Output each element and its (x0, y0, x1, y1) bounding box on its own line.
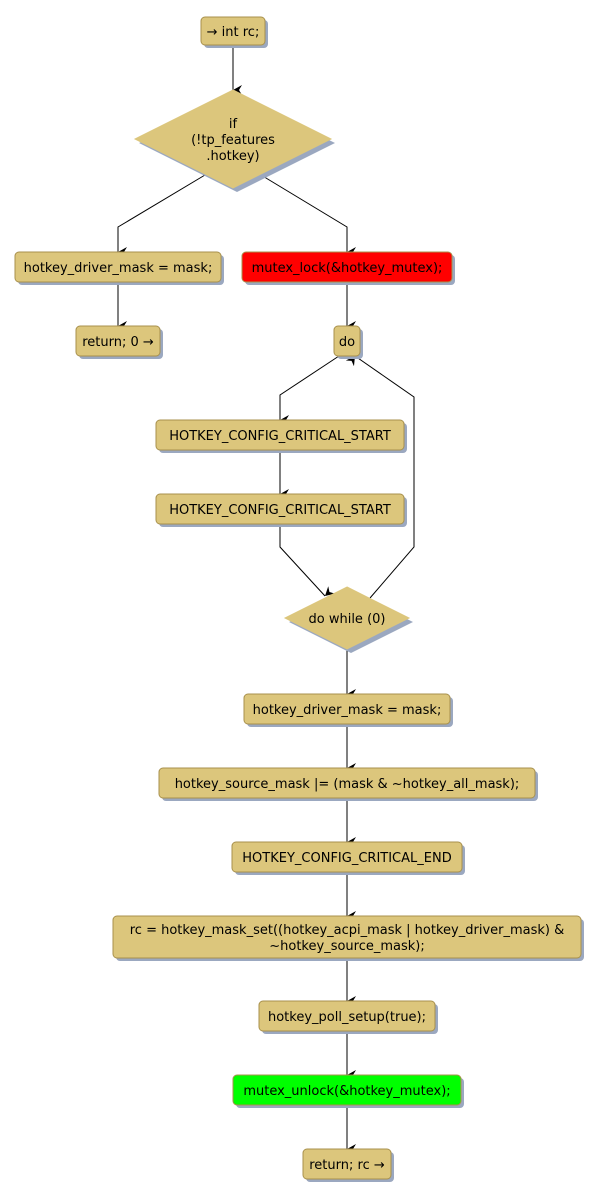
node-label: return; 0 → (82, 335, 154, 350)
action-box (333, 325, 361, 357)
edge-if_hotkey-to-driver_mask_left (117, 174, 206, 257)
node-label: do (339, 335, 355, 350)
action-box (241, 251, 453, 283)
node-do-while: do while (0) (283, 586, 413, 653)
node-if-hotkey: if(!tp_features.hotkey) (133, 89, 335, 192)
node-start: → int rc; (200, 16, 268, 48)
edge-do-to-critical_start_1 (279, 355, 340, 425)
node-source-mask: hotkey_source_mask |= (mask & ~hotkey_al… (158, 767, 538, 801)
node-label: HOTKEY_CONFIG_CRITICAL_START (169, 429, 391, 444)
node-critical-end: HOTKEY_CONFIG_CRITICAL_END (231, 841, 465, 875)
edge-do_while-to-do (345, 355, 415, 599)
node-label: (!tp_features (191, 133, 275, 148)
node-label: HOTKEY_CONFIG_CRITICAL_START (169, 503, 391, 518)
node-do: do (333, 325, 363, 359)
node-label: mutex_lock(&hotkey_mutex); (252, 261, 443, 276)
node-label: do while (0) (309, 612, 386, 627)
node-driver-mask-right: hotkey_driver_mask = mask; (243, 693, 453, 727)
node-label: hotkey_driver_mask = mask; (253, 703, 442, 718)
node-label: mutex_unlock(&hotkey_mutex); (243, 1084, 450, 1099)
node-label: hotkey_poll_setup(true); (268, 1010, 426, 1025)
node-label: ~hotkey_source_mask); (269, 939, 425, 954)
action-box (75, 325, 161, 357)
edge-if_hotkey-to-mutex_lock (260, 174, 356, 257)
decision-diamond (283, 586, 411, 650)
node-critical-start-2: HOTKEY_CONFIG_CRITICAL_START (155, 493, 407, 527)
node-driver-mask-left: hotkey_driver_mask = mask; (14, 251, 224, 285)
action-box (243, 693, 451, 725)
node-mutex-unlock: mutex_unlock(&hotkey_mutex); (232, 1074, 464, 1108)
action-box (112, 915, 582, 959)
node-label: hotkey_driver_mask = mask; (24, 261, 213, 276)
action-box (200, 16, 266, 46)
node-label: rc = hotkey_mask_set((hotkey_acpi_mask |… (130, 923, 565, 938)
node-label: HOTKEY_CONFIG_CRITICAL_END (242, 851, 451, 866)
action-box (302, 1148, 392, 1180)
node-label: .hotkey) (206, 149, 259, 164)
node-label: → int rc; (207, 25, 260, 40)
action-box (155, 419, 405, 451)
node-mask-set: rc = hotkey_mask_set((hotkey_acpi_mask |… (112, 915, 584, 961)
action-box (155, 493, 405, 525)
node-mutex-lock: mutex_lock(&hotkey_mutex); (241, 251, 455, 285)
action-box (158, 767, 536, 799)
node-critical-start-1: HOTKEY_CONFIG_CRITICAL_START (155, 419, 407, 453)
decision-diamond (133, 89, 333, 189)
node-return-zero: return; 0 → (75, 325, 163, 359)
action-box (14, 251, 222, 283)
node-label: if (229, 117, 238, 132)
action-box (258, 1000, 436, 1032)
action-box (231, 841, 463, 873)
node-label: return; rc → (309, 1158, 385, 1173)
node-return-rc: return; rc → (302, 1148, 394, 1182)
node-poll-setup: hotkey_poll_setup(true); (258, 1000, 438, 1034)
node-label: hotkey_source_mask |= (mask & ~hotkey_al… (175, 777, 520, 792)
edge-critical_start_2-to-do_while (279, 524, 336, 597)
action-box (232, 1074, 462, 1106)
